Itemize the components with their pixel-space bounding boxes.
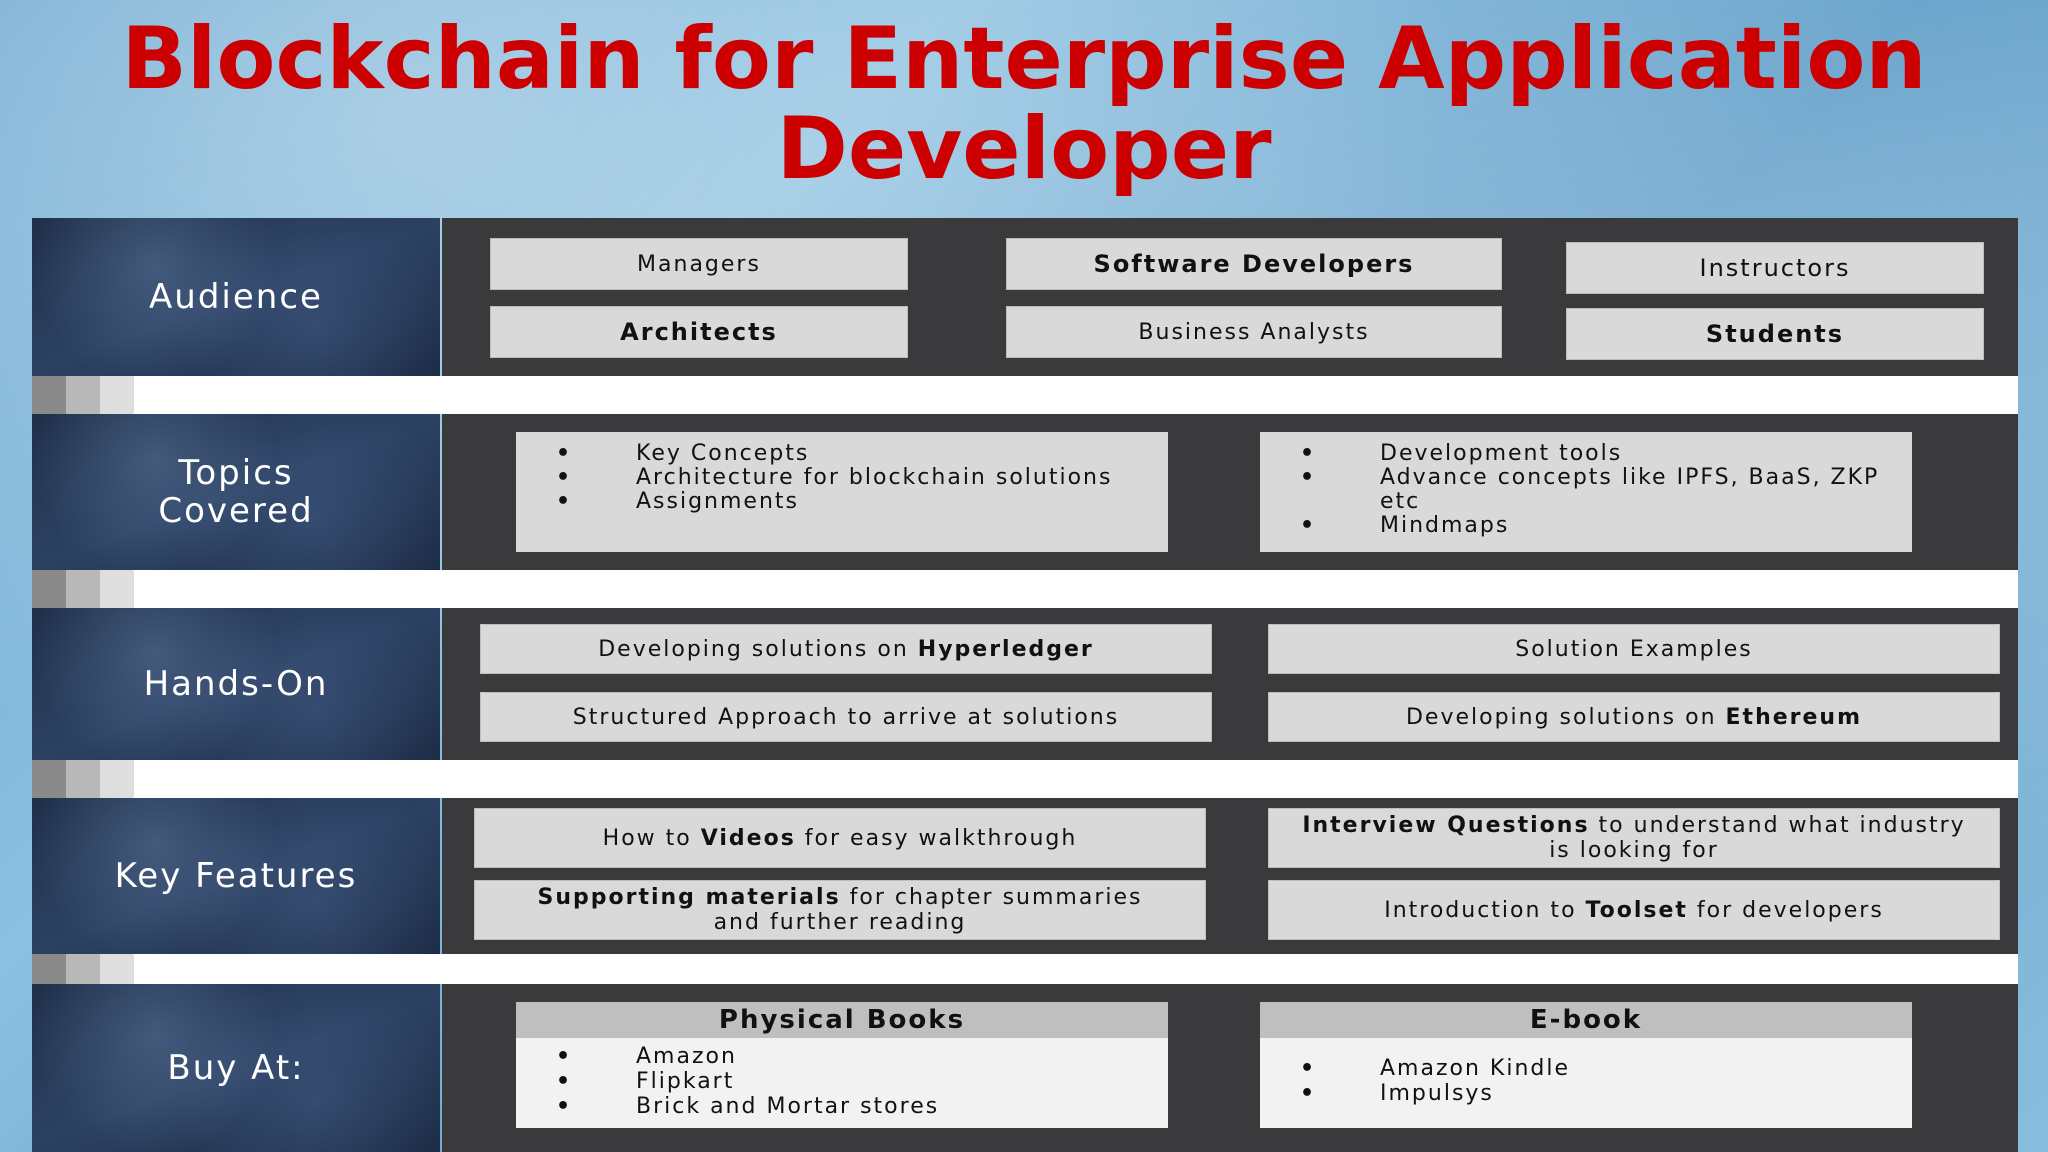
- info-table: Audience Managers Software Developers In…: [32, 218, 2018, 1152]
- audience-architects: Architects: [490, 306, 908, 358]
- list-item: Architecture for blockchain solutions: [556, 466, 1148, 491]
- list-item: Advance concepts like IPFS, BaaS, ZKP et…: [1300, 466, 1892, 514]
- topics-row: Topics Covered Key Concepts Architecture…: [32, 414, 2018, 570]
- buy-physical-books: Physical Books Amazon Flipkart Brick and…: [516, 1002, 1168, 1128]
- buy-at-content: Physical Books Amazon Flipkart Brick and…: [442, 984, 2018, 1152]
- hands-on-label: Hands-On: [32, 608, 440, 760]
- list-item: Mindmaps: [1300, 514, 1892, 539]
- audience-students: Students: [1566, 308, 1984, 360]
- topics-left-list: Key Concepts Architecture for blockchain…: [516, 432, 1168, 552]
- list-item: Key Concepts: [556, 442, 1148, 467]
- row-divider: [32, 954, 2018, 984]
- audience-managers: Managers: [490, 238, 908, 290]
- list-item: Amazon: [556, 1044, 1148, 1069]
- row-divider: [32, 376, 2018, 414]
- ebook-heading: E-book: [1260, 1002, 1912, 1038]
- buy-ebook: E-book Amazon Kindle Impulsys: [1260, 1002, 1912, 1128]
- audience-row: Audience Managers Software Developers In…: [32, 218, 2018, 376]
- key-features-content: How to Videos for easy walkthrough Inter…: [442, 798, 2018, 954]
- hands-on-row: Hands-On Developing solutions on Hyperle…: [32, 608, 2018, 760]
- key-features-label: Key Features: [32, 798, 440, 954]
- row-divider: [32, 760, 2018, 798]
- feature-interview-questions: Interview Questions to understand what i…: [1268, 808, 2000, 868]
- key-features-row: Key Features How to Videos for easy walk…: [32, 798, 2018, 954]
- hands-on-content: Developing solutions on Hyperledger Solu…: [442, 608, 2018, 760]
- list-item: Assignments: [556, 490, 1148, 515]
- hands-on-structured-approach: Structured Approach to arrive at solutio…: [480, 692, 1212, 742]
- audience-instructors: Instructors: [1566, 242, 1984, 294]
- audience-content: Managers Software Developers Instructors…: [442, 218, 2018, 376]
- feature-supporting-materials: Supporting materials for chapter summari…: [474, 880, 1206, 940]
- topics-right-list: Development tools Advance concepts like …: [1260, 432, 1912, 552]
- hands-on-solution-examples: Solution Examples: [1268, 624, 2000, 674]
- feature-toolset: Introduction to Toolset for developers: [1268, 880, 2000, 940]
- audience-software-developers: Software Developers: [1006, 238, 1502, 290]
- audience-business-analysts: Business Analysts: [1006, 306, 1502, 358]
- buy-at-row: Buy At: Physical Books Amazon Flipkart B…: [32, 984, 2018, 1152]
- feature-videos: How to Videos for easy walkthrough: [474, 808, 1206, 868]
- audience-label: Audience: [32, 218, 440, 376]
- topics-label: Topics Covered: [32, 414, 440, 570]
- list-item: Brick and Mortar stores: [556, 1094, 1148, 1119]
- page-title: Blockchain for Enterprise Application De…: [121, 9, 1927, 199]
- hands-on-ethereum: Developing solutions on Ethereum: [1268, 692, 2000, 742]
- list-item: Development tools: [1300, 442, 1892, 467]
- physical-books-heading: Physical Books: [516, 1002, 1168, 1038]
- topics-content: Key Concepts Architecture for blockchain…: [442, 414, 2018, 570]
- buy-at-label: Buy At:: [32, 984, 440, 1152]
- list-item: Flipkart: [556, 1069, 1148, 1094]
- list-item: Impulsys: [1300, 1081, 1892, 1106]
- row-divider: [32, 570, 2018, 608]
- hands-on-hyperledger: Developing solutions on Hyperledger: [480, 624, 1212, 674]
- list-item: Amazon Kindle: [1300, 1056, 1892, 1081]
